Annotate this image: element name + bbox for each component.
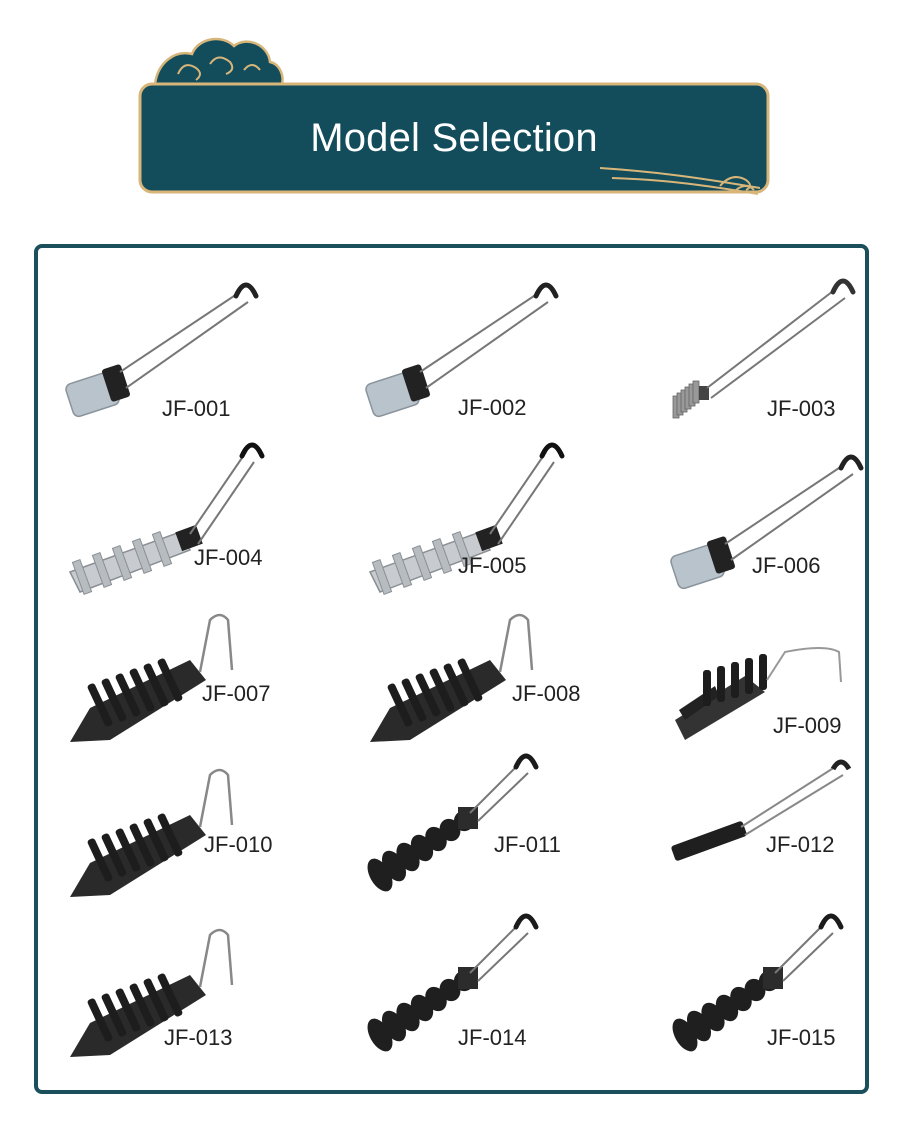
black-wedge-clamp-icon [70, 928, 234, 1057]
model-label: JF-010 [204, 832, 273, 857]
product-card[interactable] [50, 440, 320, 600]
product-card[interactable] [655, 268, 907, 428]
ribbed-silver-clamp-icon [368, 442, 565, 595]
title-banner [138, 37, 770, 195]
wave-ornament-icon [599, 167, 761, 195]
cylinder-clamp-hook-icon [670, 454, 864, 590]
black-bar-clamp-icon [671, 759, 852, 861]
model-label: JF-014 [458, 1025, 527, 1050]
black-wedge-clamp-icon [370, 613, 534, 742]
model-label: JF-013 [164, 1025, 233, 1050]
model-label: JF-004 [194, 545, 263, 570]
model-label: JF-007 [202, 681, 271, 706]
header: Model Selection [0, 0, 907, 230]
page-title: Model Selection [310, 115, 598, 160]
product-card[interactable] [350, 440, 620, 600]
black-cone-clamp-icon [367, 753, 539, 892]
model-label: JF-008 [512, 681, 581, 706]
spring-clamp-wire-loop-icon [672, 278, 856, 419]
product-card[interactable] [50, 600, 320, 760]
product-card[interactable] [50, 915, 320, 1075]
product-card[interactable] [655, 440, 907, 600]
model-label: JF-001 [162, 396, 231, 421]
product-card[interactable] [350, 600, 620, 760]
product-card[interactable] [350, 268, 620, 428]
model-label: JF-002 [458, 395, 527, 420]
black-wedge-clamp-icon [70, 768, 234, 897]
silver-clamp-wire-loop-icon [65, 282, 259, 418]
cylinder-clamp-wire-loop-icon [365, 282, 559, 418]
product-card[interactable] [655, 755, 907, 915]
model-label: JF-015 [767, 1025, 836, 1050]
product-card[interactable] [350, 753, 620, 915]
model-label: JF-009 [773, 713, 842, 738]
ribbed-silver-clamp-icon [68, 442, 265, 595]
model-label: JF-005 [458, 553, 527, 578]
product-card[interactable] [50, 755, 320, 915]
product-card[interactable] [655, 600, 907, 760]
black-cone-clamp-icon [672, 913, 844, 1052]
model-label: JF-011 [494, 832, 561, 857]
black-jaw-clamp-icon [675, 647, 842, 740]
model-label: JF-012 [766, 832, 835, 857]
product-card[interactable] [655, 913, 907, 1075]
black-cone-clamp-icon [367, 913, 539, 1052]
cloud-ornament-icon [153, 37, 284, 86]
product-card[interactable] [50, 268, 320, 428]
black-wedge-clamp-icon [70, 613, 234, 742]
product-card[interactable] [350, 913, 620, 1075]
model-label: JF-003 [767, 396, 836, 421]
model-label: JF-006 [752, 553, 821, 578]
